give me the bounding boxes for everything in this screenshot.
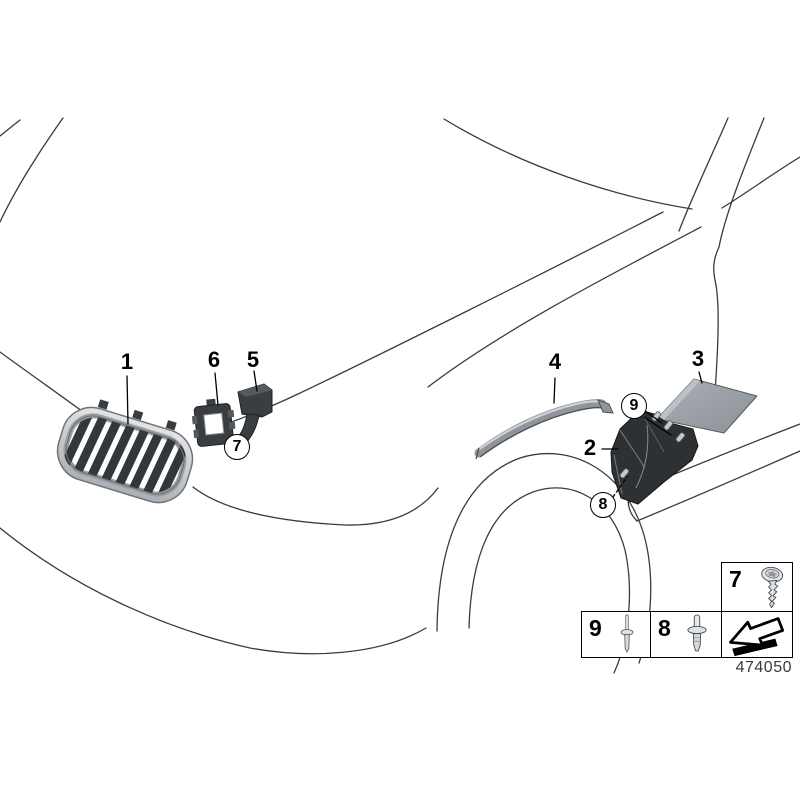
diagram-code: 474050 [735, 659, 792, 676]
trim-clip [675, 432, 686, 443]
hood-corner-line [0, 119, 21, 137]
leader-9b [643, 416, 672, 436]
trim-clip [663, 420, 674, 431]
callout-leader-lines [126, 370, 703, 498]
hood-left-edge [0, 117, 64, 223]
bracket-part-6 [191, 398, 236, 447]
trim-clip [651, 411, 662, 422]
leader-3 [698, 371, 703, 384]
screw-icon [761, 566, 784, 609]
callout-3[interactable]: 3 [691, 346, 705, 371]
leader-6 [214, 372, 219, 406]
legend-label-9: 9 [589, 615, 602, 641]
callout-circle-7[interactable]: 7 [224, 434, 250, 460]
arch-trim-part-4 [474, 399, 614, 460]
callout-6[interactable]: 6 [207, 347, 221, 372]
kidney-grille-part [56, 399, 194, 504]
expanding-rivet-icon [687, 614, 707, 652]
a-pillar-front [678, 117, 729, 232]
callout-2[interactable]: 2 [583, 435, 597, 460]
fender-crease-line [427, 226, 702, 388]
wheel-arch-inner [468, 487, 631, 674]
wheel-arch-outer [436, 453, 652, 664]
legend-label-7: 7 [729, 566, 742, 592]
callout-4[interactable]: 4 [548, 349, 562, 374]
direction-arrow-icon [729, 617, 785, 657]
callout-circle-9[interactable]: 9 [621, 393, 647, 419]
leader-8 [612, 476, 628, 498]
windshield-base [721, 156, 800, 209]
grille-mount-tab [97, 399, 109, 410]
leader-5 [253, 370, 258, 392]
legend-label-8: 8 [658, 615, 671, 641]
callout-5[interactable]: 5 [246, 347, 260, 372]
bumper-upper-line [192, 486, 439, 526]
hood-top-line [443, 118, 693, 210]
callout-1[interactable]: 1 [120, 349, 134, 374]
legend-cell-expanding-rivet[interactable]: 8 [650, 611, 722, 658]
callout-circle-8[interactable]: 8 [590, 492, 616, 518]
grille-mount-tab [132, 409, 144, 421]
bracket-part-5 [233, 383, 273, 448]
leader-9a [644, 410, 663, 424]
a-pillar-rear-side [713, 117, 765, 409]
car-body-outline [0, 117, 800, 674]
bumper-outer-line [0, 527, 427, 655]
leader-4 [553, 377, 556, 404]
grille-slats [58, 411, 192, 499]
leader-1 [126, 375, 129, 425]
panel-part-3 [656, 378, 758, 434]
legend-cell-direction[interactable] [721, 611, 793, 658]
sill-lower-line [636, 450, 800, 522]
hood-shut-line [198, 211, 664, 434]
trim-clip [619, 468, 630, 479]
legend-cell-screw[interactable]: 7 [721, 562, 793, 612]
trim-part-2 [610, 409, 699, 505]
grille-mount-tab [165, 420, 177, 431]
legend-cell-blind-rivet[interactable]: 9 [581, 611, 651, 658]
blind-rivet-icon [620, 614, 634, 653]
